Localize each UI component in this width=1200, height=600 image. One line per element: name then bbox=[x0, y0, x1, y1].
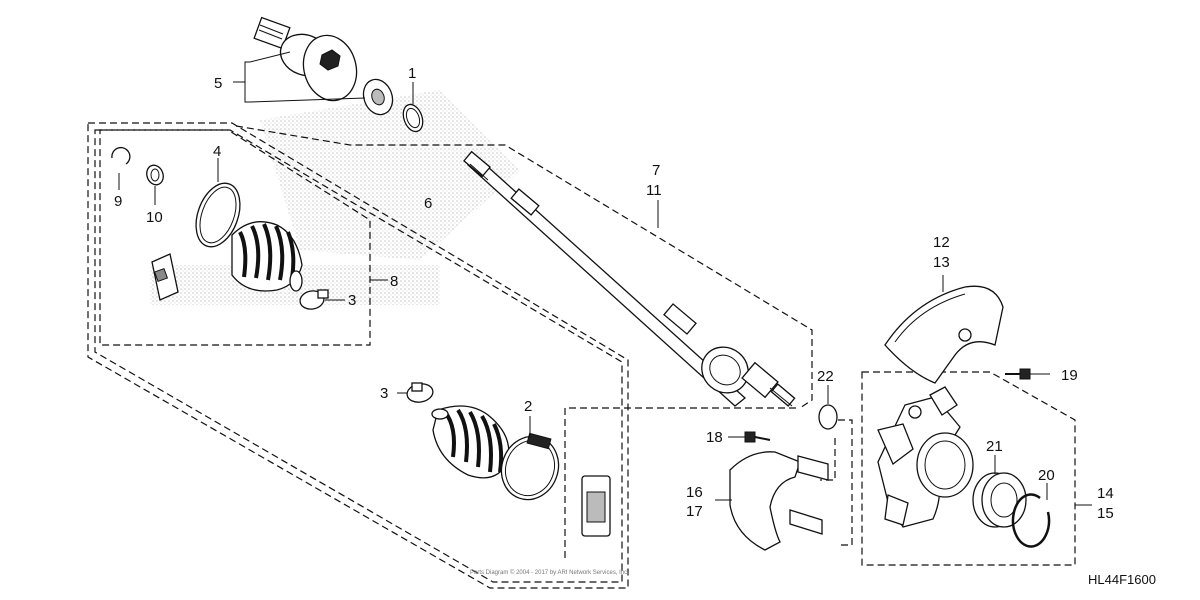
bearing-part-21 bbox=[972, 472, 1027, 528]
callout-9: 9 bbox=[114, 193, 122, 210]
boot-band-part-4 bbox=[195, 182, 241, 248]
callout-18: 18 bbox=[706, 429, 723, 446]
inner-boot bbox=[231, 221, 303, 292]
callout-3-lower: 3 bbox=[380, 385, 388, 402]
boot-clamp-part-3-upper bbox=[299, 289, 329, 310]
callout-15: 15 bbox=[1097, 505, 1114, 522]
callout-16: 16 bbox=[686, 484, 703, 501]
callout-17: 17 bbox=[686, 503, 703, 520]
diagram-code: HL44F1600 bbox=[1088, 572, 1156, 587]
callout-7: 7 bbox=[652, 162, 660, 179]
outer-boot bbox=[431, 405, 510, 479]
knuckle-housing bbox=[877, 386, 974, 528]
callout-20: 20 bbox=[1038, 467, 1055, 484]
callout-labels: 1 5 4 9 10 6 8 3 3 2 7 11 12 13 19 22 18… bbox=[114, 65, 1114, 522]
circlip-part-1 bbox=[402, 103, 424, 133]
boot-clamp-part-3-lower bbox=[406, 382, 434, 403]
callout-11: 11 bbox=[646, 182, 662, 199]
splash-guard-part-12 bbox=[884, 285, 1004, 384]
group-outlines bbox=[87, 122, 1092, 589]
lock-ring-part-10 bbox=[146, 164, 164, 186]
callout-12: 12 bbox=[933, 234, 950, 251]
callout-14: 14 bbox=[1097, 485, 1114, 502]
callout-10: 10 bbox=[146, 209, 163, 226]
callout-1: 1 bbox=[408, 65, 416, 82]
copyright-text: Parts Diagram © 2004 - 2017 by ARI Netwo… bbox=[470, 569, 629, 576]
grease-pack bbox=[581, 475, 611, 537]
callout-13: 13 bbox=[933, 254, 950, 271]
snap-ring-part-22 bbox=[818, 404, 838, 430]
bracket-part-16 bbox=[729, 451, 829, 551]
callout-21: 21 bbox=[986, 438, 1003, 455]
callout-4: 4 bbox=[213, 143, 221, 160]
callout-5: 5 bbox=[214, 75, 222, 92]
circlip-part-9 bbox=[111, 147, 131, 165]
callout-2: 2 bbox=[524, 398, 532, 415]
drive-shaft-part-7 bbox=[463, 150, 796, 407]
callout-3-upper: 3 bbox=[348, 292, 356, 309]
callout-6: 6 bbox=[424, 195, 432, 212]
bolt-part-19 bbox=[1005, 368, 1031, 380]
circlip-part-20 bbox=[1011, 493, 1051, 548]
callout-19: 19 bbox=[1061, 367, 1078, 384]
boot-kit-grease bbox=[151, 253, 179, 301]
outer-cv-joint-part-5 bbox=[253, 16, 394, 116]
bolt-part-18 bbox=[744, 431, 771, 443]
callout-22: 22 bbox=[817, 368, 834, 385]
callout-8: 8 bbox=[390, 273, 398, 290]
boot-band-part-2 bbox=[500, 432, 560, 501]
